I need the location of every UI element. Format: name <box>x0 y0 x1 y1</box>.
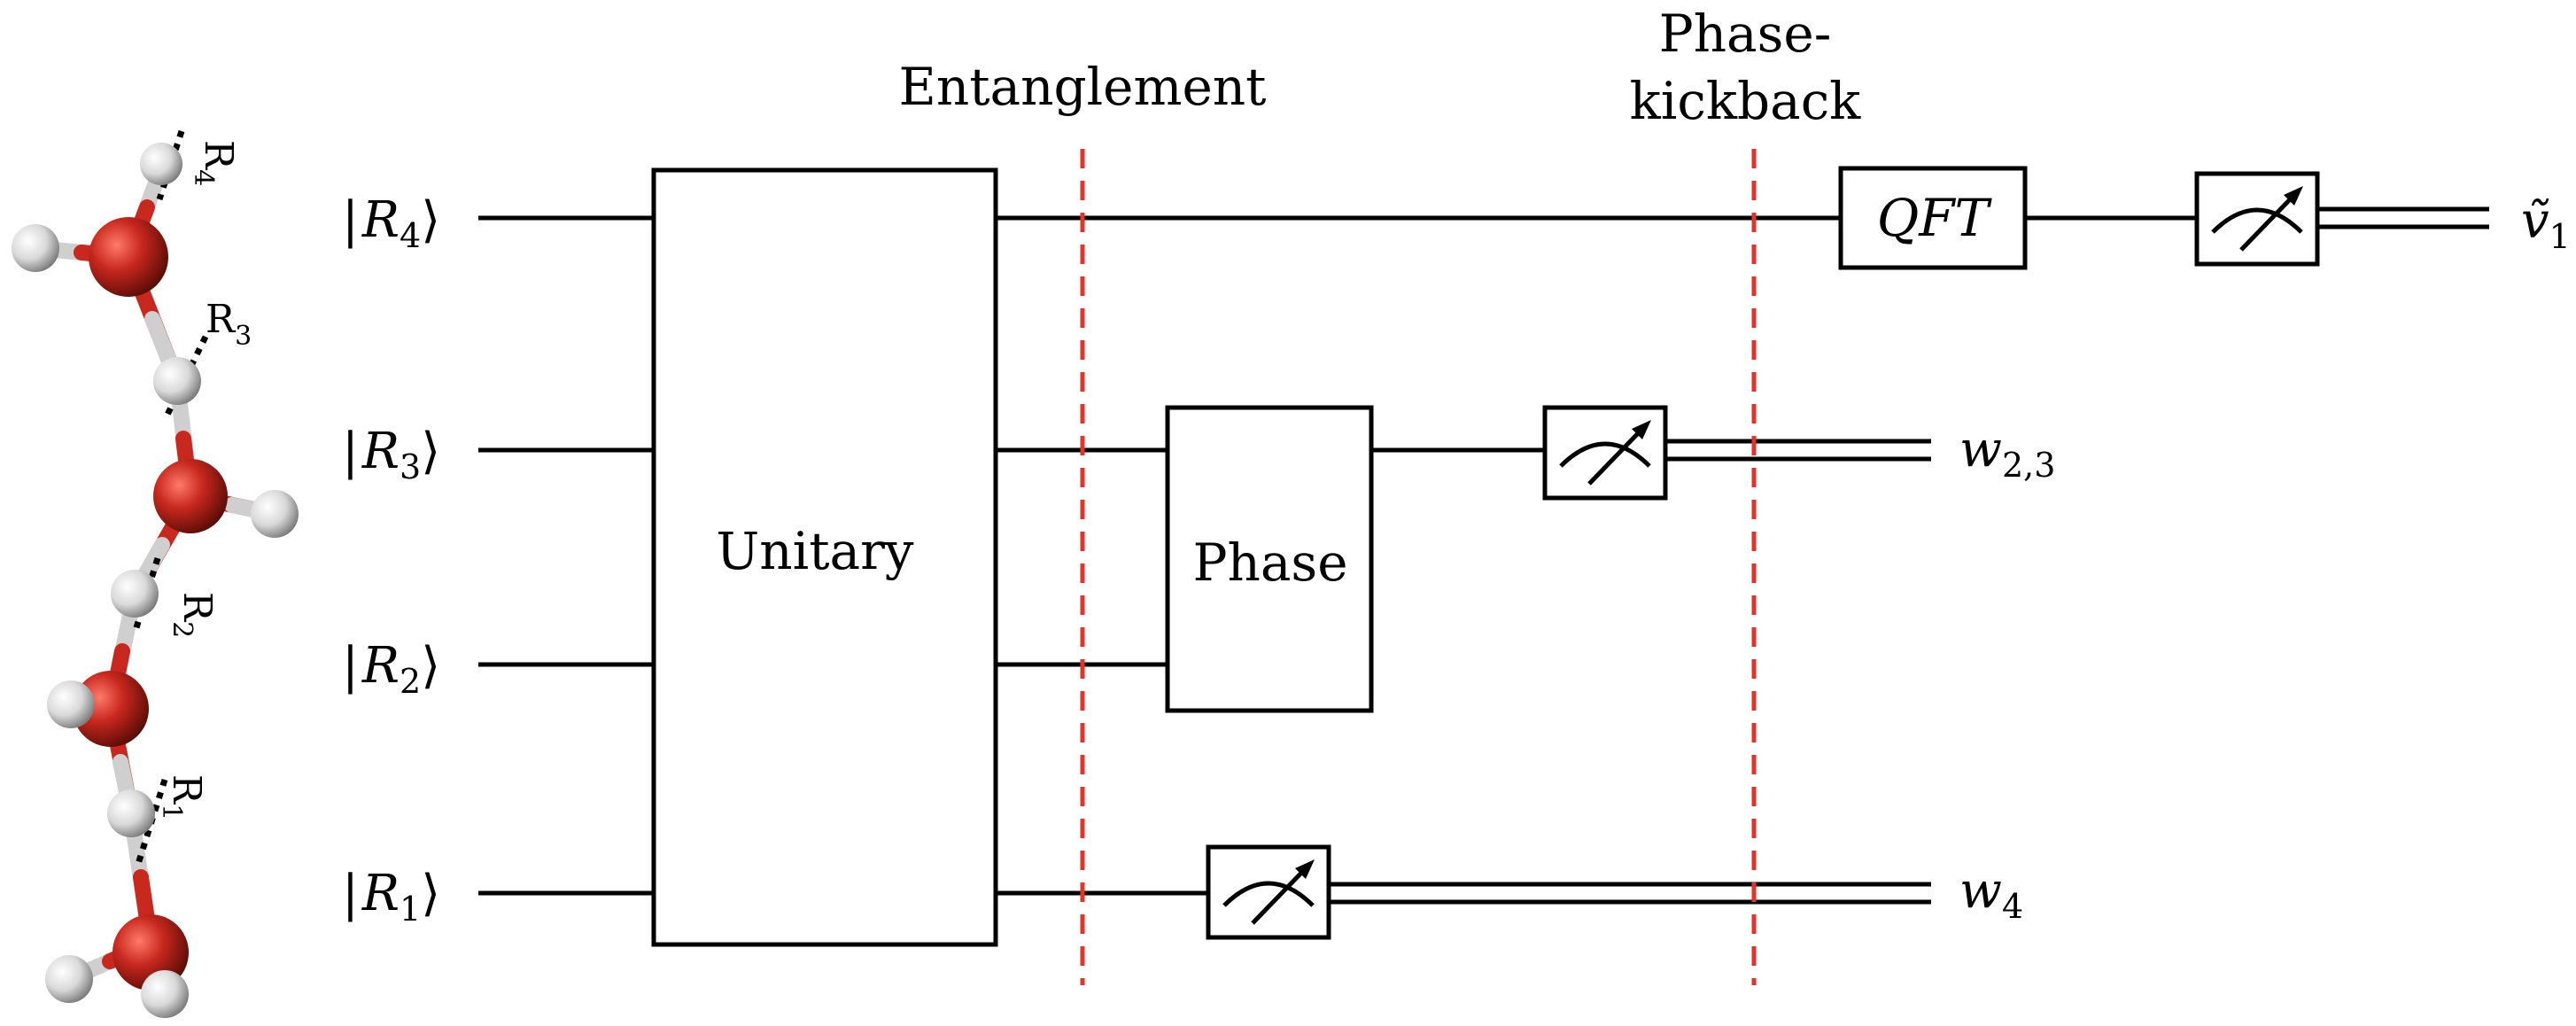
svg-text:|R2⟩: |R2⟩ <box>342 637 440 701</box>
svg-text:Phase: Phase <box>1192 532 1347 593</box>
svg-text:|R1⟩: |R1⟩ <box>342 865 440 929</box>
output-label-w23: w2,3 <box>1959 421 2055 485</box>
output-label-w4: w4 <box>1959 862 2023 926</box>
stage-label-phase-kickback-line2: kickback <box>1630 71 1862 131</box>
molecule-label-r4: R4 <box>188 140 241 186</box>
unitary-gate: Unitary <box>651 167 998 947</box>
stage-label-entanglement: Entanglement <box>899 57 1267 117</box>
molecule-label-r3: R3 <box>206 297 252 352</box>
molecule-atoms <box>12 143 299 1018</box>
stage-label-phase-kickback-line1: Phase- <box>1659 4 1832 64</box>
input-ket-r1: |R1⟩ <box>342 865 440 929</box>
measurement-r1 <box>1206 844 1331 940</box>
phase-gate: Phase <box>1165 405 1374 713</box>
classical-wires <box>1329 206 2489 905</box>
measurement-r3 <box>1542 405 1668 501</box>
svg-text:QFT: QFT <box>1877 188 1993 248</box>
water-chain-molecule: R4 R3 R2 R1 <box>12 129 299 1018</box>
stage-dividers <box>1080 149 1757 985</box>
measurement-r4 <box>2194 171 2320 267</box>
svg-text:|R3⟩: |R3⟩ <box>342 423 440 486</box>
molecule-label-r2: R2 <box>167 592 220 638</box>
molecule-bonds <box>27 160 283 999</box>
qft-gate: QFT <box>1838 166 2028 270</box>
svg-text:|R4⟩: |R4⟩ <box>342 191 440 255</box>
svg-text:Unitary: Unitary <box>716 521 913 581</box>
input-ket-r3: |R3⟩ <box>342 423 440 486</box>
input-ket-r2: |R2⟩ <box>342 637 440 701</box>
molecule-label-r1: R1 <box>156 774 209 820</box>
input-ket-r4: |R4⟩ <box>342 191 440 255</box>
output-label-v1: ṽ1 <box>2521 192 2571 256</box>
